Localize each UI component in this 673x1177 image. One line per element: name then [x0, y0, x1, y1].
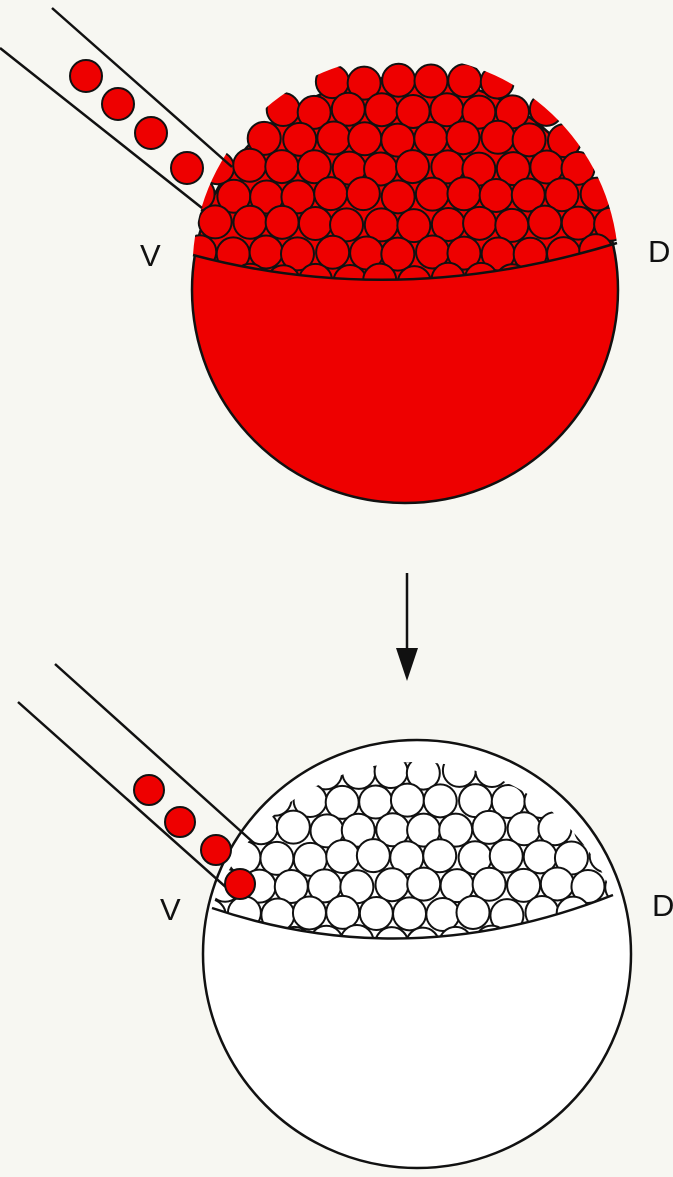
cell — [326, 896, 359, 929]
cell — [424, 784, 457, 817]
cell — [201, 151, 234, 184]
cell — [267, 93, 300, 126]
cell — [347, 177, 380, 210]
cell — [293, 896, 326, 929]
dorsal-label-bottom: D — [652, 888, 673, 923]
cell — [448, 64, 481, 97]
cell — [365, 93, 398, 126]
cell — [581, 178, 614, 211]
dorsal-label-top: D — [648, 234, 670, 269]
ventral-label-top: V — [140, 238, 161, 273]
cell — [481, 65, 514, 98]
cell — [266, 206, 299, 239]
cell — [102, 88, 134, 120]
cell — [277, 811, 310, 844]
pipette-cells — [70, 60, 203, 184]
cell — [316, 236, 349, 269]
cell — [473, 811, 506, 844]
cell — [528, 206, 561, 239]
cell — [490, 840, 523, 873]
cell — [348, 122, 381, 155]
cell — [233, 149, 266, 182]
cell — [447, 121, 480, 154]
ventral-label-bottom: V — [160, 892, 181, 927]
donor-pipette — [0, 8, 232, 208]
cell — [314, 177, 347, 210]
cell — [70, 60, 102, 92]
cell — [447, 177, 480, 210]
cell — [326, 840, 359, 873]
cell — [393, 897, 426, 930]
down-arrow-icon — [396, 573, 418, 681]
cell — [391, 784, 424, 817]
cell — [416, 178, 449, 211]
transplant-pipette — [18, 664, 255, 899]
cell — [201, 835, 231, 865]
cell — [414, 122, 447, 155]
cell — [199, 205, 232, 238]
cell — [134, 775, 164, 805]
cell — [481, 121, 514, 154]
cell — [463, 207, 496, 240]
cell — [407, 868, 440, 901]
cell — [265, 150, 298, 183]
cell — [382, 64, 415, 97]
cell — [317, 122, 350, 155]
cell — [375, 868, 408, 901]
cell — [165, 807, 195, 837]
cell — [171, 152, 203, 184]
host-embryo — [193, 726, 639, 1168]
cell — [530, 93, 563, 126]
cell — [360, 897, 393, 930]
cell — [233, 206, 266, 239]
cell — [135, 117, 167, 149]
cell — [225, 869, 255, 899]
cell — [299, 207, 332, 240]
cell — [357, 839, 390, 872]
cell — [396, 150, 429, 183]
cell — [414, 64, 447, 97]
cell — [456, 896, 489, 929]
donor-embryo — [182, 64, 628, 503]
